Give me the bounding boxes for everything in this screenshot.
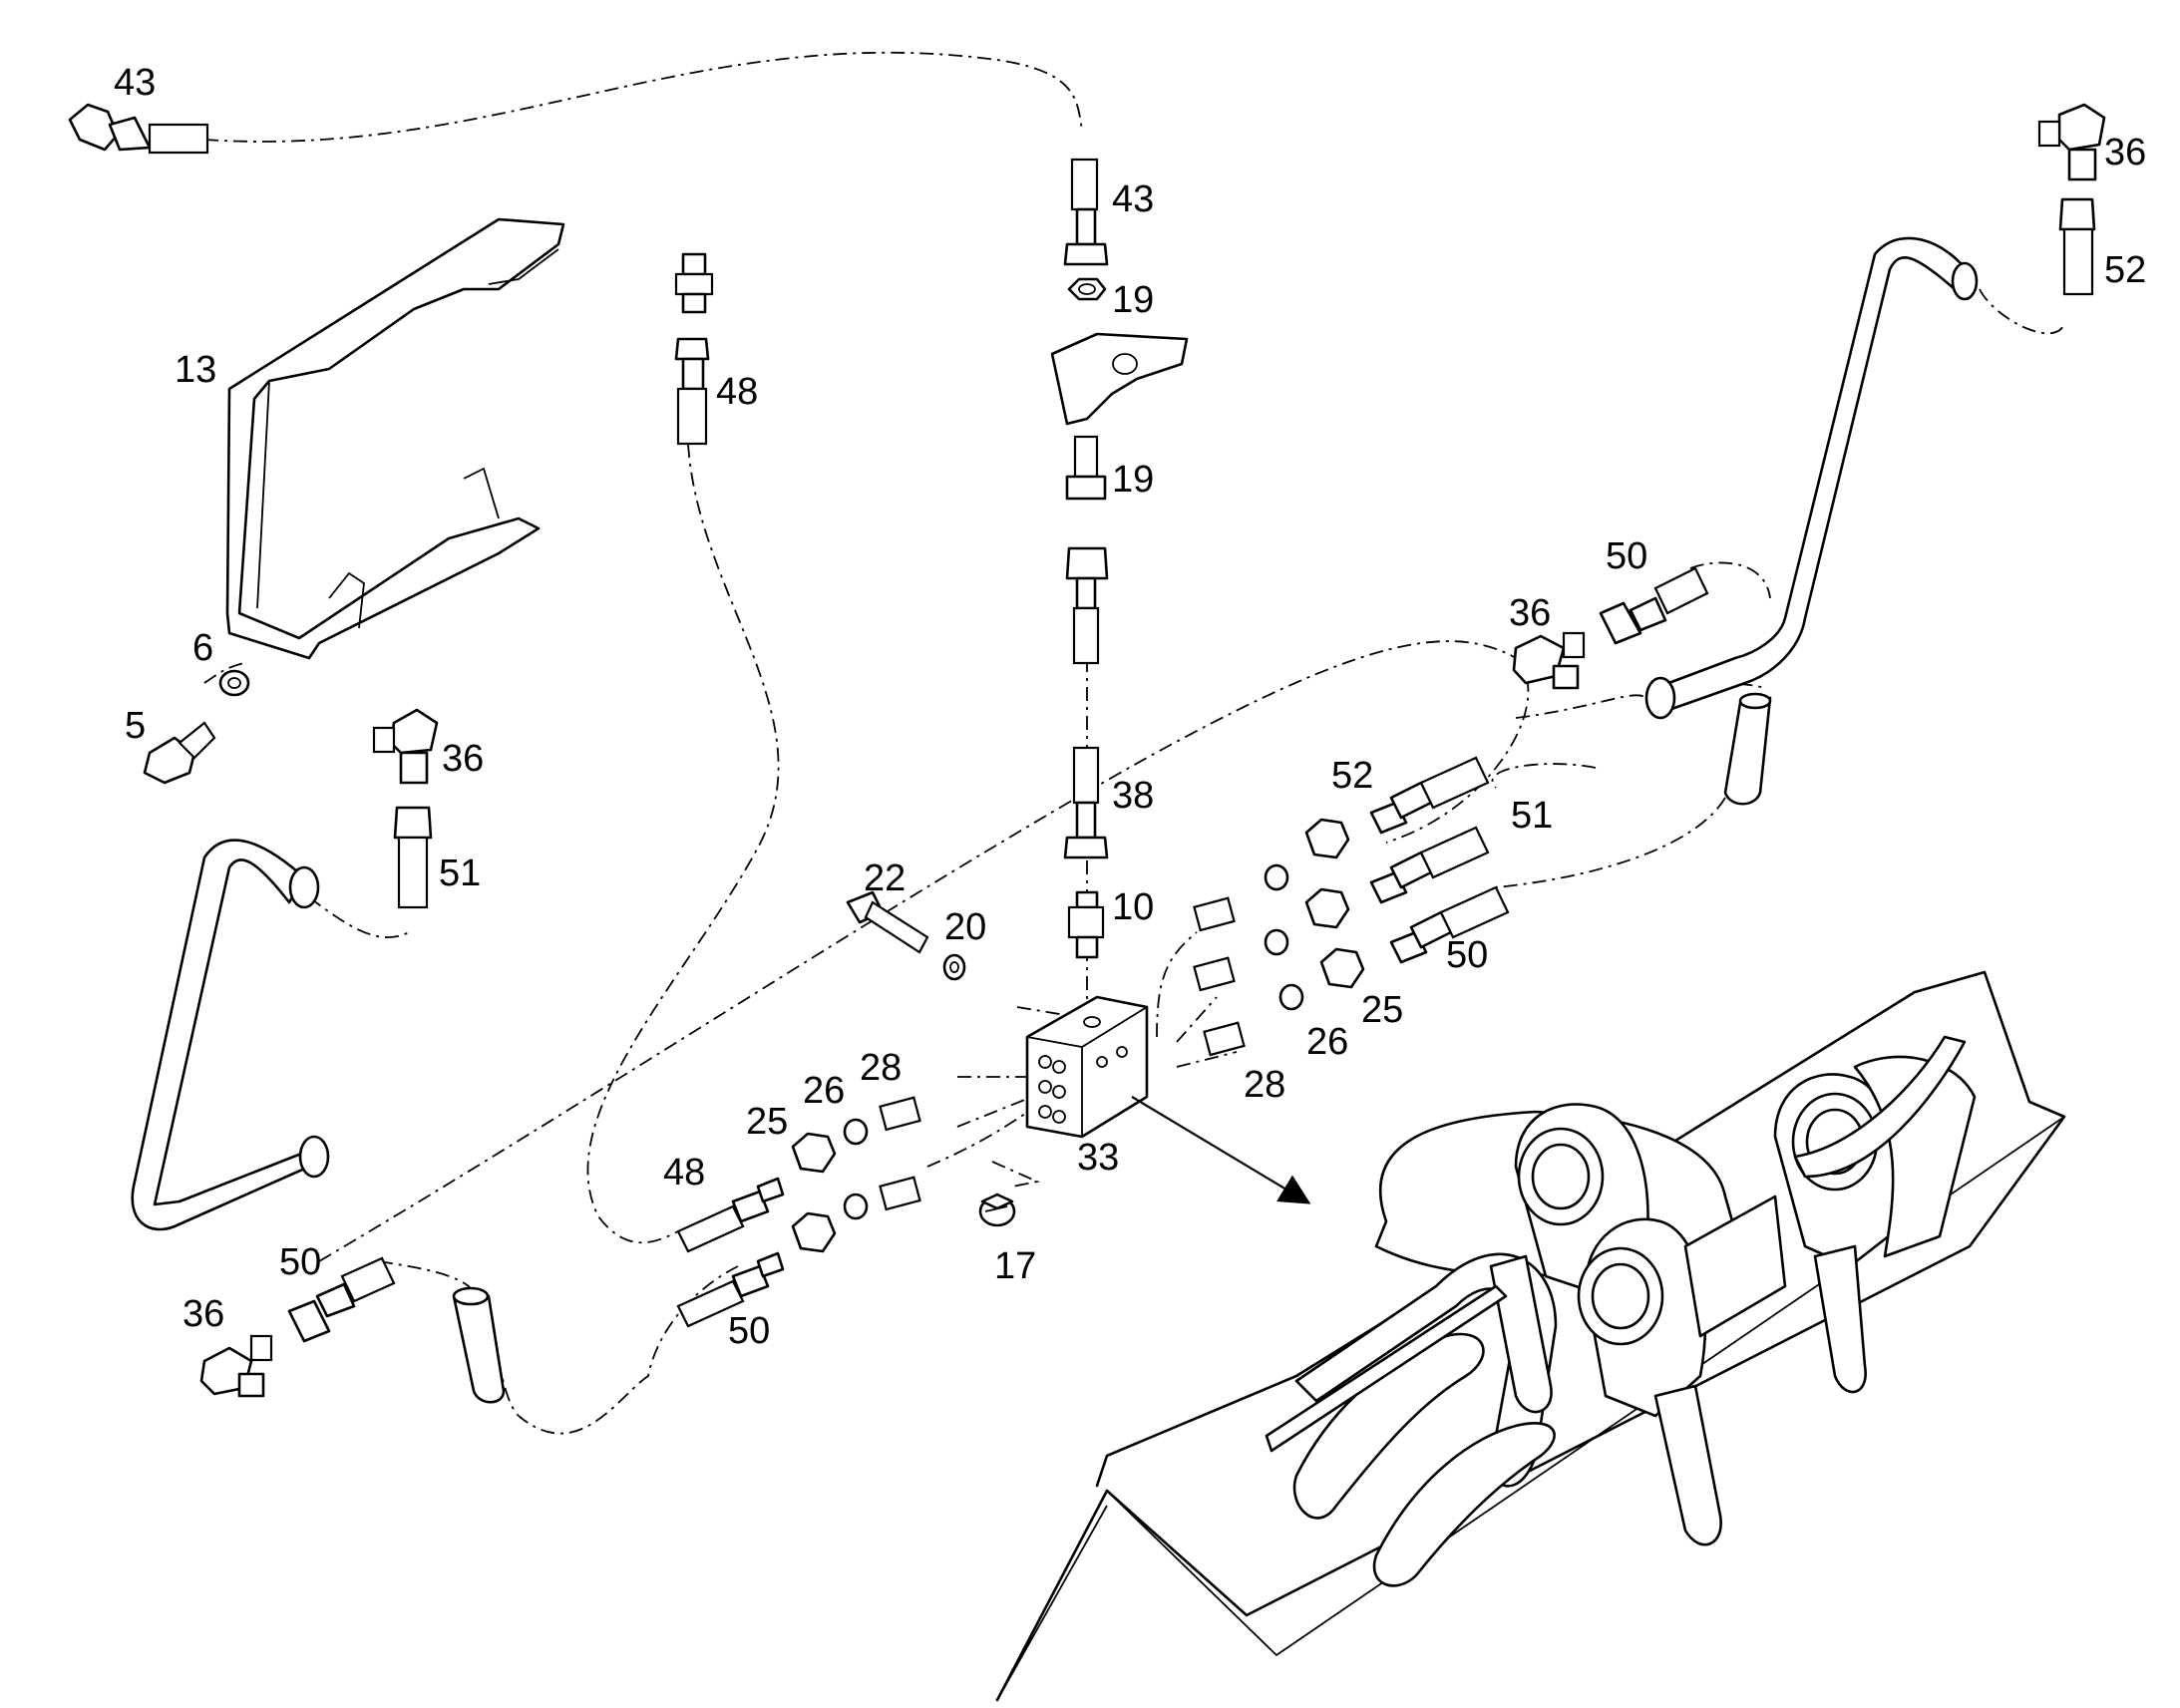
fitting-19-lower — [1065, 435, 1107, 501]
hose-51-right — [1369, 826, 1490, 904]
plug-17 — [978, 1193, 1016, 1227]
nipples-28-left — [879, 1096, 921, 1211]
label-5: 5 — [125, 705, 146, 747]
label-38: 38 — [1112, 775, 1154, 817]
label-36: 36 — [2104, 132, 2146, 173]
mower-pivot-assembly — [995, 970, 2066, 1702]
label-20: 20 — [944, 906, 986, 948]
rings-26-left — [843, 1118, 869, 1220]
mounting-bracket — [225, 217, 565, 660]
label-26: 26 — [1306, 1021, 1348, 1063]
rings-26-right — [1264, 863, 1304, 1011]
hose-48-upper — [674, 337, 710, 446]
label-51: 51 — [1511, 795, 1553, 837]
label-52: 52 — [1331, 755, 1373, 797]
tee-fitting-36-right — [1512, 631, 1586, 690]
label-50: 50 — [1606, 535, 1647, 577]
hose-51-left — [393, 806, 433, 909]
hose-routing-lines — [203, 51, 2065, 1435]
washer-20 — [942, 953, 966, 981]
part-number-labels: 43 43 19 19 13 48 36 52 50 36 6 5 36 51 … — [114, 62, 2146, 1352]
tube-segment-right — [1723, 692, 1772, 806]
screw-22 — [846, 890, 929, 954]
hose-50-right-upper — [1599, 566, 1709, 645]
label-10: 10 — [1112, 886, 1154, 928]
label-50: 50 — [1446, 934, 1488, 976]
label-13: 13 — [175, 349, 216, 391]
label-52: 52 — [2104, 249, 2146, 291]
hose-43-vertical — [1063, 158, 1109, 266]
label-25: 25 — [1361, 989, 1403, 1031]
label-33: 33 — [1077, 1137, 1119, 1179]
label-48: 48 — [663, 1152, 705, 1194]
label-36: 36 — [1509, 592, 1551, 634]
hose-middle-vertical — [1065, 546, 1109, 665]
fitting-48-top — [674, 252, 714, 314]
hose-48-lower — [676, 1177, 785, 1253]
bolt-5 — [143, 721, 216, 785]
clamp-plate — [1050, 332, 1189, 426]
tee-fitting-36-lower-left — [199, 1334, 273, 1398]
hose-38-vertical — [1063, 746, 1109, 859]
label-50: 50 — [279, 1241, 321, 1283]
washer-6 — [218, 669, 250, 697]
hose-50-right — [1389, 885, 1510, 964]
lube-tube-left — [131, 839, 330, 1231]
label-17: 17 — [994, 1245, 1036, 1287]
label-43: 43 — [114, 62, 156, 104]
tee-fitting-36-top-right — [2037, 103, 2106, 181]
distributor-block-33 — [1025, 995, 1149, 1139]
label-50: 50 — [728, 1310, 770, 1352]
nuts-25-right — [1304, 818, 1365, 989]
hose-52-top-right — [2058, 197, 2096, 296]
tee-fitting-36-left — [372, 708, 439, 785]
label-6: 6 — [192, 627, 213, 669]
hose-50-lower — [676, 1251, 785, 1328]
label-19: 19 — [1112, 459, 1154, 501]
hose-43-elbow — [68, 103, 209, 155]
fitting-10 — [1067, 890, 1105, 959]
label-28: 28 — [860, 1047, 902, 1089]
label-48: 48 — [716, 371, 758, 413]
hose-52-right — [1369, 756, 1490, 835]
label-22: 22 — [864, 857, 906, 899]
label-36: 36 — [182, 1293, 224, 1335]
nuts-25-left — [791, 1132, 837, 1253]
tube-segment-left — [452, 1286, 506, 1404]
installation-arrow — [1131, 1096, 1311, 1204]
label-36: 36 — [442, 738, 484, 780]
label-43: 43 — [1112, 178, 1154, 220]
label-25: 25 — [746, 1101, 788, 1143]
label-28: 28 — [1244, 1064, 1285, 1106]
lube-tube-right — [1644, 236, 1979, 720]
label-51: 51 — [439, 853, 481, 894]
nipples-28-right — [1193, 896, 1246, 1057]
label-19: 19 — [1112, 279, 1154, 321]
hose-50-lower-left — [287, 1256, 396, 1343]
label-26: 26 — [803, 1070, 845, 1112]
nut-19-top — [1067, 277, 1107, 301]
